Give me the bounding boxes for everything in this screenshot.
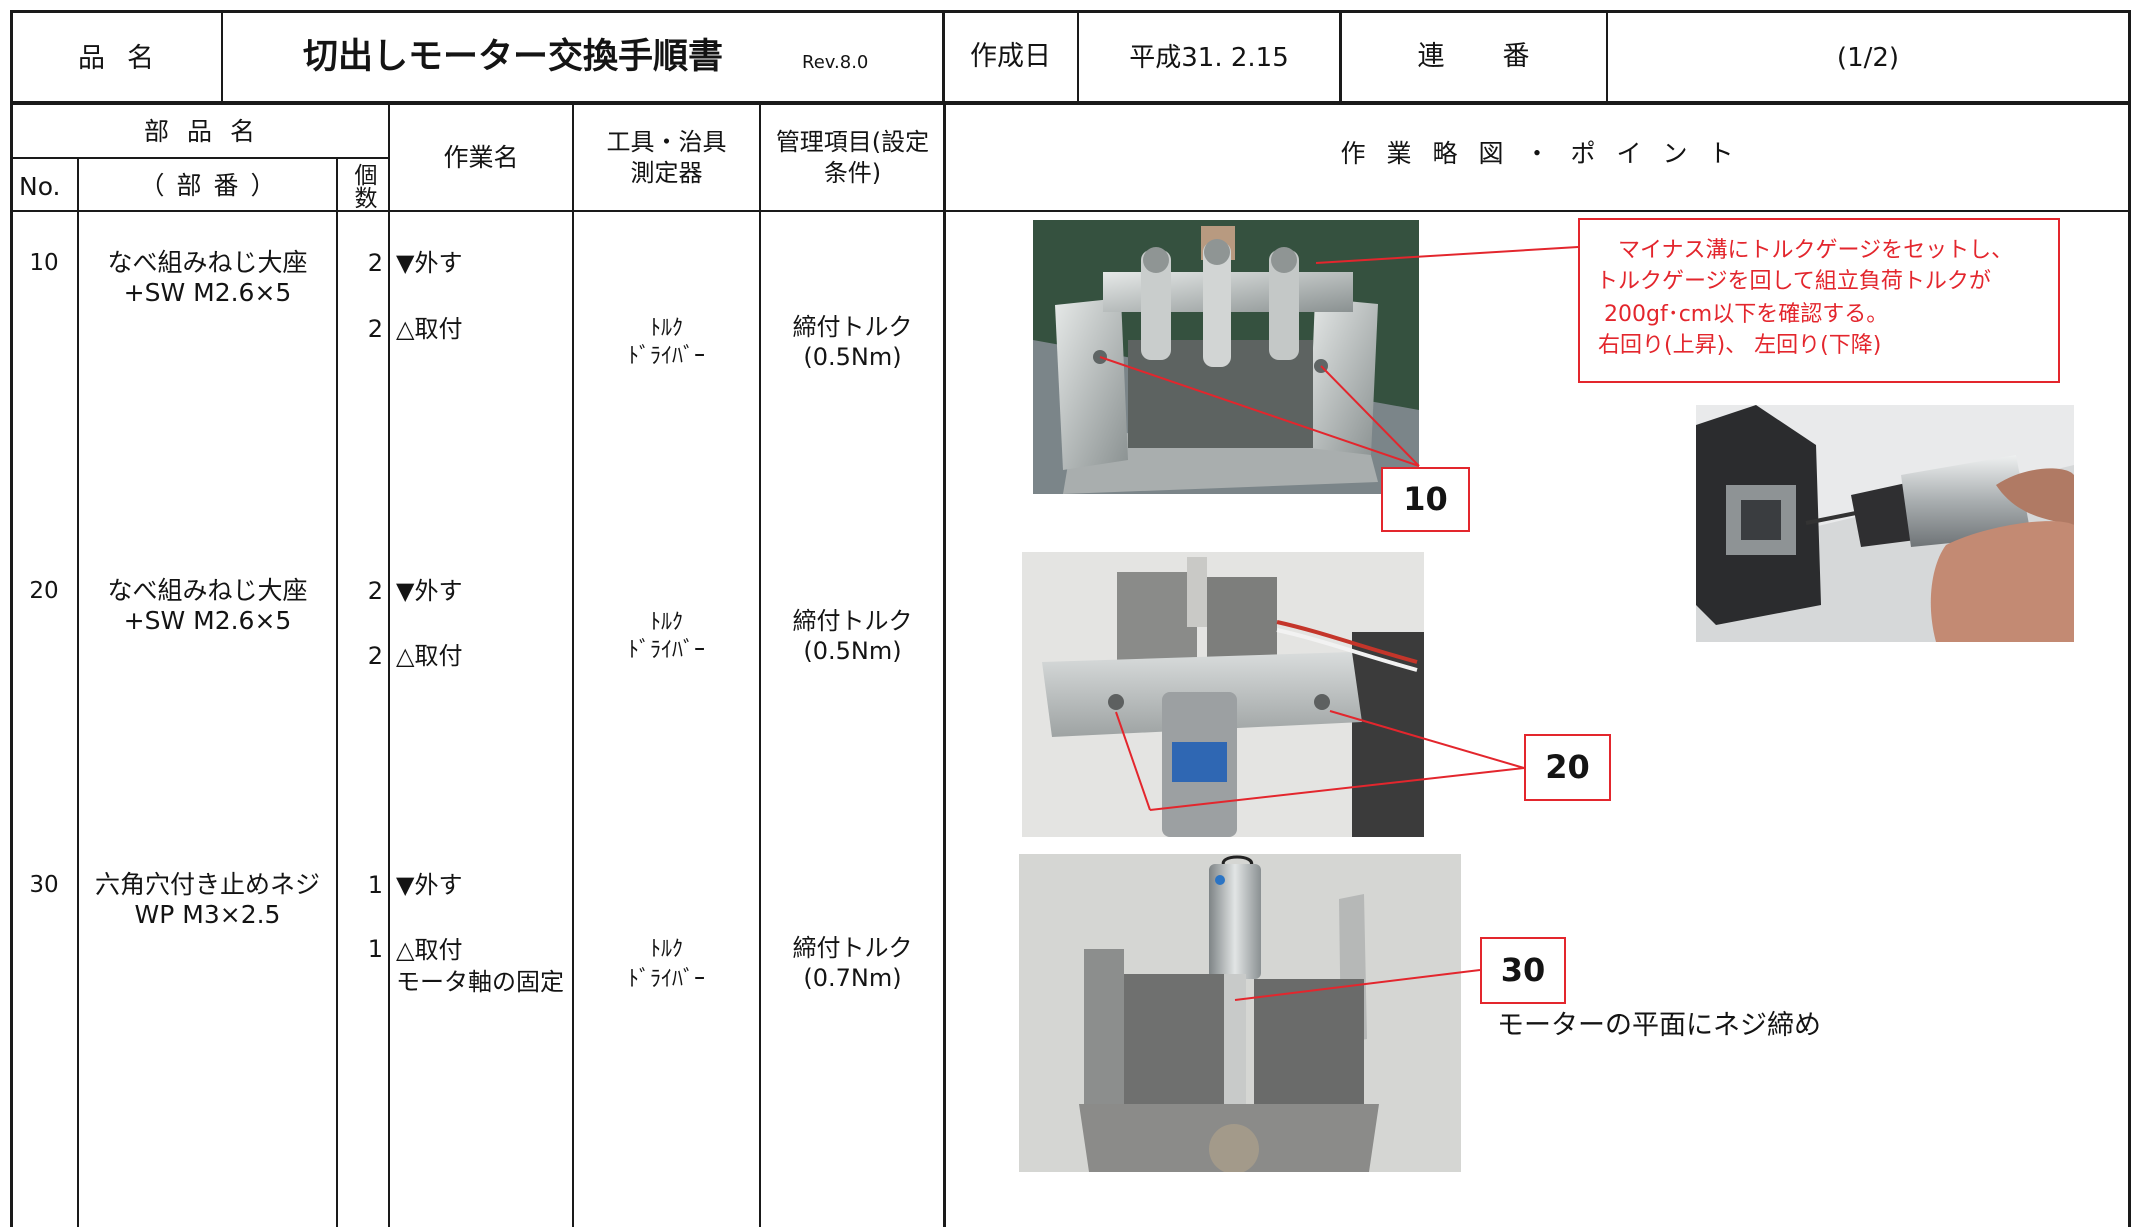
column-divider-no [77,157,79,1227]
column-divider-quantity [336,157,338,1227]
callout-20: 20 [1524,734,1611,801]
part-name-line: なべ組みねじ大座 [107,248,308,277]
part-name: なべ組みねじ大座 +SW M2.6×5 [78,248,337,308]
callout-10: 10 [1381,467,1470,532]
torque-note-line: トルクゲージを回して組立負荷トルクが [1596,269,1991,294]
tool-name-line: ﾄﾙｸ [649,937,683,962]
part-spec-line: +SW M2.6×5 [123,606,292,635]
no-header: No. [19,172,61,201]
tools-header-line-2: 測定器 [630,159,703,187]
control-item-value: (0.5Nm) [803,637,902,665]
remove-quantity: 2 [367,249,383,277]
tool-name-line: ﾄﾞﾗｲﾊﾞｰ [627,638,705,663]
part-spec-line: +SW M2.6×5 [123,278,292,307]
quantity-header: 個数 [350,163,376,209]
control-item-line: 締付トルク [792,313,913,341]
control-item: 締付トルク (0.5Nm) [760,312,945,372]
header-divider-created-date [1077,10,1079,103]
control-item: 締付トルク (0.7Nm) [760,933,945,993]
control-item: 締付トルク (0.5Nm) [760,606,945,666]
control-header-line-1: 管理項目(設定 [775,128,930,156]
column-header-bottom-rule [10,210,2131,212]
step-no: 20 [29,578,59,604]
part-subheader-rule [10,157,390,159]
header-divider-serial-value [1606,10,1608,103]
tools-header: 工具・治具 測定器 [573,127,760,189]
remove-action: ▼外す [396,249,463,277]
revision-label: Rev.8.0 [802,52,869,73]
control-header-line-2: 条件) [823,159,882,187]
header-bottom-rule [10,101,2131,105]
photo-bracket-assembly [1033,220,1419,494]
install-action: △取付 モータ軸の固定 [396,934,564,998]
serial-label: 連番 [1417,41,1588,72]
diagram-header: 作業略図・ポイント [1340,139,1755,168]
part-name: 六角穴付き止めネジ WP M3×2.5 [78,870,337,930]
motor-note: モーターの平面にネジ締め [1497,1010,1821,1041]
control-header: 管理項目(設定 条件) [760,127,945,189]
work-name-header: 作業名 [443,143,519,172]
remove-quantity: 2 [367,577,383,605]
install-quantity: 1 [367,935,383,963]
outer-border-top [10,10,2131,13]
part-spec-line: WP M3×2.5 [134,900,281,929]
photo-motor-assembly-side [1022,552,1424,837]
tool-name-line: ﾄﾞﾗｲﾊﾞｰ [627,967,705,992]
column-divider-control [759,103,761,1227]
created-label: 作成日 [970,41,1051,72]
step-no: 10 [29,250,59,276]
install-quantity: 2 [367,642,383,670]
column-divider-work-name [388,103,390,1227]
column-divider-tools [572,103,574,1227]
torque-note-line: 右回り(上昇)、 左回り(下降) [1598,333,1882,358]
tool-name: ﾄﾙｸ ﾄﾞﾗｲﾊﾞｰ [573,935,760,995]
tool-name-line: ﾄﾙｸ [649,316,683,341]
product-label: 品名 [78,43,176,74]
header-divider-created-label [942,10,945,103]
tool-name: ﾄﾙｸ ﾄﾞﾗｲﾊﾞｰ [573,609,760,665]
adjuster-knobs [1141,239,1299,367]
callout-30: 30 [1480,937,1566,1004]
created-date: 平成31. 2.15 [1129,43,1289,73]
photo-torque-driver-check [1696,405,2074,642]
column-divider-diagram [943,103,946,1227]
part-name-line: なべ組みねじ大座 [107,576,308,605]
document-title: 切出しモーター交換手順書 [303,37,724,77]
remove-action: ▼外す [396,577,463,605]
outer-border-left [10,10,13,1227]
photo-motor-shaft-set-screw [1019,854,1461,1172]
header-divider-title [221,10,223,103]
header-divider-serial-label [1339,10,1342,103]
outer-border-right [2128,10,2131,1227]
tool-name-line: ﾄﾞﾗｲﾊﾞｰ [627,344,705,369]
install-action: △取付 [396,642,463,670]
serial-value: (1/2) [1836,43,1900,73]
tool-name: ﾄﾙｸ ﾄﾞﾗｲﾊﾞｰ [573,315,760,371]
install-action-detail: モータ軸の固定 [396,968,564,996]
install-quantity: 2 [367,315,383,343]
torque-note-box: マイナス溝にトルクゲージをセットし、 トルクゲージを回して組立負荷トルクが 20… [1578,218,2060,383]
control-item-value: (0.7Nm) [803,964,902,992]
remove-action: ▼外す [396,871,463,899]
install-action: △取付 [396,315,463,343]
part-name-header: 部品名 [143,117,273,146]
step-no: 30 [29,872,59,898]
control-item-line: 締付トルク [792,934,913,962]
torque-note-line: マイナス溝にトルクゲージをセットし、 [1618,238,2014,263]
install-action-line: △取付 [396,936,463,964]
tools-header-line-1: 工具・治具 [606,128,727,156]
torque-note-line: 200gf･cm以下を確認する。 [1604,302,1889,327]
control-item-value: (0.5Nm) [803,343,902,371]
tool-name-line: ﾄﾙｸ [649,610,683,635]
part-number-header: （部番） [139,171,288,200]
control-item-line: 締付トルク [792,607,913,635]
part-name: なべ組みねじ大座 +SW M2.6×5 [78,576,337,636]
part-name-line: 六角穴付き止めネジ [94,870,320,899]
remove-quantity: 1 [367,871,383,899]
